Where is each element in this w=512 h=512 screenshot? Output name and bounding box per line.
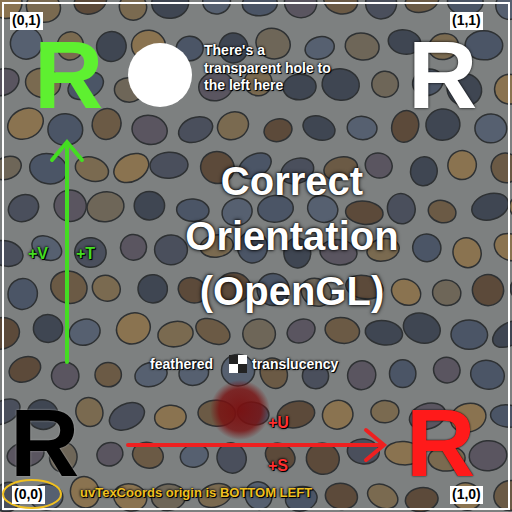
stone (4, 190, 43, 227)
stone (95, 362, 122, 387)
stone (444, 147, 480, 184)
stone (119, 233, 148, 262)
stone (156, 319, 195, 349)
stone (323, 315, 362, 346)
orientation-letter: R (406, 395, 475, 491)
stone (408, 155, 440, 189)
stone (343, 31, 381, 63)
stone (364, 318, 404, 347)
stone (66, 315, 103, 349)
stone (28, 231, 66, 266)
frame (3, 3, 509, 509)
stone (242, 318, 276, 349)
orientation-letter: R (10, 395, 79, 491)
feather-square (229, 355, 247, 373)
stone (154, 234, 188, 265)
stone (27, 150, 71, 188)
stone (426, 197, 459, 225)
stone (283, 315, 319, 348)
stone (390, 360, 416, 388)
stone (474, 113, 507, 143)
stone (510, 273, 512, 303)
stone (109, 148, 154, 189)
stone (346, 115, 378, 141)
stone (430, 277, 463, 308)
stone (85, 189, 126, 224)
stone (129, 112, 170, 148)
stone (300, 112, 339, 145)
stone (192, 313, 234, 349)
stone (112, 308, 156, 350)
stone (154, 404, 188, 431)
feather-note: feathered (150, 356, 213, 374)
stone (468, 189, 512, 225)
stone (370, 400, 399, 424)
stone (364, 479, 402, 512)
axis-label: +T (76, 244, 95, 264)
stone (323, 481, 359, 512)
title: Correct Orientation (OpenGL) (162, 154, 422, 320)
stone (261, 116, 294, 145)
stone (149, 151, 188, 179)
stone (448, 233, 486, 272)
stone (467, 357, 507, 393)
origin-note: uvTexCoords origin is BOTTOM LEFT (80, 485, 312, 501)
stone (319, 396, 357, 433)
stone (409, 230, 444, 265)
stone (137, 273, 169, 304)
stone (6, 276, 40, 312)
stone (5, 352, 44, 387)
hole-note: There's a transparent hole to the left h… (204, 42, 332, 95)
orientation-letter: R (34, 27, 103, 123)
transparent-hole (128, 43, 192, 107)
stone (175, 112, 217, 147)
stone (32, 313, 64, 344)
stone (94, 439, 126, 469)
translucent-spot (210, 380, 270, 440)
axis-label: +V (28, 244, 48, 264)
stone (303, 33, 337, 62)
u-axis-arrow (128, 430, 384, 460)
stone (50, 186, 90, 226)
stone (451, 319, 489, 349)
stone (511, 438, 512, 474)
orientation-letter: R (408, 27, 477, 123)
stone (105, 397, 149, 436)
axis-label: +U (268, 413, 289, 433)
stone (88, 271, 124, 306)
corner-coordinate: (1,0) (450, 486, 483, 504)
corner-coordinate: (0,0) (12, 486, 45, 504)
stone (430, 353, 464, 386)
feather-note: translucency (252, 356, 338, 374)
axis-label: +S (268, 456, 288, 476)
stone (362, 149, 396, 182)
stone (343, 356, 380, 394)
stone (134, 191, 165, 220)
stone (73, 236, 107, 268)
stone (50, 361, 81, 391)
stone (371, 70, 400, 99)
stone (387, 274, 425, 310)
stone (467, 270, 508, 311)
stone (399, 309, 444, 348)
stone (213, 107, 253, 145)
stone (282, 73, 317, 101)
